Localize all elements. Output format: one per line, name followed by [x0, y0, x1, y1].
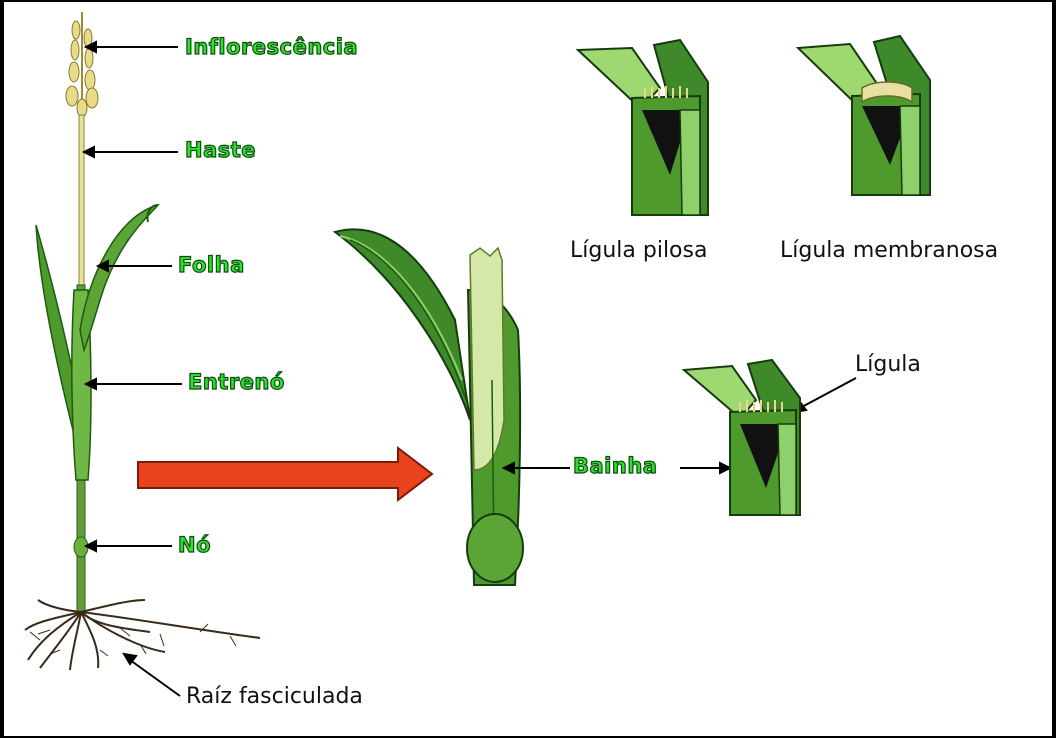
label-ligula-membranosa: Lígula membranosa — [780, 238, 998, 263]
label-bainha: Bainha — [573, 454, 657, 478]
label-ligula-pilosa: Lígula pilosa — [570, 238, 707, 263]
inflorescence-illustration — [66, 12, 98, 120]
label-folha: Folha — [178, 253, 245, 277]
label-entreno: Entrenó — [188, 370, 285, 394]
ligula-pilosa-illustration — [578, 40, 708, 215]
ligula-membranosa-illustration — [798, 36, 930, 195]
grass-plant — [25, 12, 260, 670]
plant-leader-lines — [84, 42, 182, 696]
red-arrow — [138, 448, 432, 500]
label-raiz-fasciculada: Raíz fasciculada — [186, 684, 363, 709]
label-inflorescencia: Inflorescência — [185, 35, 358, 59]
ligula-detail-illustration — [684, 360, 800, 515]
label-haste: Haste — [185, 138, 256, 162]
label-ligula: Lígula — [855, 352, 921, 377]
label-no: Nó — [178, 533, 211, 557]
sheath-closeup-illustration — [335, 229, 523, 585]
fibrous-roots-illustration — [25, 600, 260, 670]
